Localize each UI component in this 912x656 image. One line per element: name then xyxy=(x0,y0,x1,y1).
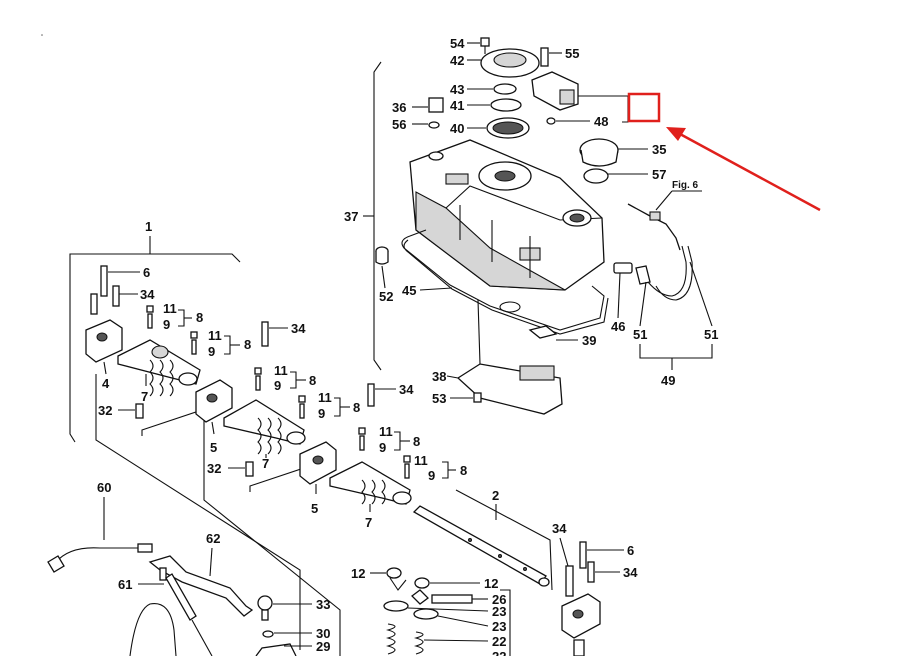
highlight-arrowhead xyxy=(666,127,686,141)
label-34a: 34 xyxy=(140,287,155,302)
label-11b: 11 xyxy=(208,328,222,343)
label-8c: 8 xyxy=(309,373,316,388)
label-7a: 7 xyxy=(141,389,148,404)
label-7c: 7 xyxy=(365,515,372,530)
lower-right-group: 34 6 34 xyxy=(552,521,638,656)
label-34d: 34 xyxy=(552,521,567,536)
lower-left-group: 60 62 61 33 30 29 xyxy=(47,480,330,656)
label-5a: 5 xyxy=(210,440,217,455)
highlight-arrow xyxy=(679,132,821,212)
highlight-box-47 xyxy=(627,92,661,123)
label-23b: 23 xyxy=(492,619,506,634)
label-9a: 9 xyxy=(163,317,170,332)
label-57: 57 xyxy=(652,167,666,182)
label-61: 61 xyxy=(118,577,132,592)
label-6b: 6 xyxy=(627,543,634,558)
label-11e: 11 xyxy=(379,424,393,439)
label-38: 38 xyxy=(432,369,446,384)
label-49: 49 xyxy=(661,373,675,388)
label-9e: 9 xyxy=(379,440,386,455)
label-55: 55 xyxy=(565,46,579,61)
label-12b: 12 xyxy=(484,576,498,591)
label-46: 46 xyxy=(611,319,625,334)
label-11a: 11 xyxy=(163,301,177,316)
label-34e: 34 xyxy=(623,565,638,580)
label-39: 39 xyxy=(582,333,596,348)
label-2: 2 xyxy=(492,488,499,503)
label-35: 35 xyxy=(652,142,666,157)
label-8f: 8 xyxy=(460,463,467,478)
label-8d: 8 xyxy=(353,400,360,415)
label-11f: 11 xyxy=(414,453,428,468)
label-51a: 51 xyxy=(633,327,647,342)
label-22a: 22 xyxy=(492,634,506,649)
label-33: 33 xyxy=(316,597,330,612)
label-23a: 23 xyxy=(492,604,506,619)
label-32a: 32 xyxy=(98,403,112,418)
label-56: 56 xyxy=(392,117,406,132)
label-9f: 9 xyxy=(428,468,435,483)
label-51b: 51 xyxy=(704,327,718,342)
label-8b: 8 xyxy=(244,337,251,352)
label-43: 43 xyxy=(450,82,464,97)
label-54: 54 xyxy=(450,36,465,51)
label-6a: 6 xyxy=(143,265,150,280)
label-48: 48 xyxy=(594,114,608,129)
label-41: 41 xyxy=(450,98,464,113)
label-9b: 9 xyxy=(208,344,215,359)
rocker-arm-group: 1 6 34 4 11 9 8 7 xyxy=(69,219,553,656)
label-36: 36 xyxy=(392,100,406,115)
label-7b: 7 xyxy=(262,456,269,471)
label-9d: 9 xyxy=(318,406,325,421)
label-11d: 11 xyxy=(318,390,332,405)
label-45: 45 xyxy=(402,283,416,298)
label-8e: 8 xyxy=(413,434,420,449)
label-5b: 5 xyxy=(311,501,318,516)
label-8a: 8 xyxy=(196,310,203,325)
label-9c: 9 xyxy=(274,378,281,393)
label-40: 40 xyxy=(450,121,464,136)
label-30: 30 xyxy=(316,626,330,641)
label-11c: 11 xyxy=(274,363,288,378)
label-42: 42 xyxy=(450,53,464,68)
label-34b: 34 xyxy=(291,321,306,336)
valve-group: 12 12 26 23 23 22 22 xyxy=(351,566,511,656)
label-32b: 32 xyxy=(207,461,221,476)
label-26: 26 xyxy=(492,592,506,607)
rocker-cover-group: 37 54 42 55 43 41 40 36 56 xyxy=(344,36,821,415)
label-37: 37 xyxy=(344,209,358,224)
label-12a: 12 xyxy=(351,566,365,581)
label-34c: 34 xyxy=(399,382,414,397)
rocker-cover xyxy=(409,139,605,291)
label-fig6: Fig. 6 xyxy=(672,180,699,191)
label-4: 4 xyxy=(102,376,110,391)
label-1: 1 xyxy=(145,219,152,234)
label-29: 29 xyxy=(316,639,330,654)
label-52: 52 xyxy=(379,289,393,304)
label-53: 53 xyxy=(432,391,446,406)
label-60: 60 xyxy=(97,480,111,495)
label-62: 62 xyxy=(206,531,220,546)
label-22b: 22 xyxy=(492,649,506,656)
